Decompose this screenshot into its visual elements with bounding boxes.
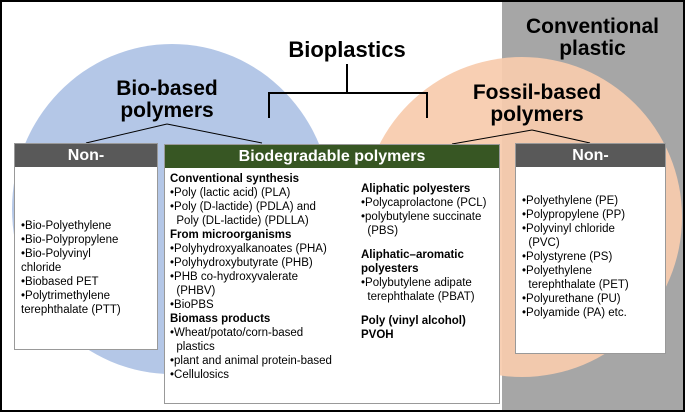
tree-horizontal-line <box>268 92 428 94</box>
right-box-list-item: •Polypropylene (PP) <box>522 209 626 221</box>
center-col1-item: •PHB co-hydroxyvalerate <box>170 271 299 283</box>
left-box-list-item: •Bio-Polyethylene <box>21 220 112 232</box>
spacer <box>361 238 499 248</box>
center-col1-heading: Conventional synthesis <box>170 173 300 185</box>
right-box-header: Non- <box>516 144 665 167</box>
center-col2-heading: Poly (vinyl alcohol) <box>361 315 466 327</box>
fossil-based-title: Fossil-based polymers <box>472 81 602 127</box>
non-biodegradable-fossil-box: Non- •Polyethylene (PE) •Polypropylene (P… <box>515 143 666 354</box>
center-box-column-2: Aliphatic polyesters •Polycaprolactone (P… <box>357 168 499 346</box>
center-col2-heading: Aliphatic–aromatic <box>361 249 464 261</box>
left-box-list-item: •Polytrimethylene <box>21 290 111 302</box>
tree-vertical-line <box>346 64 348 94</box>
left-box-list: •Bio-Polyethylene •Bio-Polypropylene •Bio-… <box>15 167 157 321</box>
right-box-list: •Polyethylene (PE) •Polypropylene (PP) •Po… <box>516 167 665 324</box>
right-box-list-item: •Polyvinyl chloride <box>522 223 615 235</box>
center-col1-item: •Poly (D-lactide) (PDLA) and <box>170 201 316 213</box>
spacer <box>361 172 499 182</box>
right-box-list-item: •Polystyrene (PS) <box>522 251 613 263</box>
center-col1-item: •Poly (lactic acid) (PLA) <box>170 187 291 199</box>
center-col2-item: (PBS) <box>361 225 399 237</box>
center-col1-item: •plant and animal protein-based <box>170 355 332 367</box>
left-box-list-item: •Biobased PET <box>21 276 99 288</box>
center-col2-item: •Polycaprolactone (PCL) <box>361 197 487 209</box>
center-col1-heading: From microorganisms <box>170 229 292 241</box>
right-box-list-item: •Polyamide (PA) etc. <box>522 307 627 319</box>
center-col1-item: (PHBV) <box>170 285 216 297</box>
right-box-list-item: •Polyethylene (PE) <box>522 195 619 207</box>
right-box-list-item: (PVC) <box>522 237 560 249</box>
non-biodegradable-biobased-box: Non- •Bio-Polyethylene •Bio-Polypropylene… <box>14 143 158 350</box>
center-col1-item: Poly (DL-lactide) (PDLLA) <box>170 215 309 227</box>
left-box-list-item: terephthalate (PTT) <box>21 304 121 316</box>
conventional-plastic-title: Conventional plastic <box>525 15 659 61</box>
spacer <box>361 304 499 314</box>
tree-right-stem <box>426 92 428 118</box>
center-col2-item: •polybutylene succinate <box>361 211 482 223</box>
tree-left-stem <box>268 92 270 118</box>
left-box-list-item: •Bio-Polypropylene <box>21 234 119 246</box>
center-col2-item: terephthalate (PBAT) <box>361 291 475 303</box>
right-box-list-item: terephthalate (PET) <box>522 279 629 291</box>
center-box-header: Biodegradable polymers <box>165 145 499 168</box>
center-box-column-1: Conventional synthesis •Poly (lactic acid… <box>165 168 365 386</box>
left-box-list-item: •Bio-Polyvinyl <box>21 248 91 260</box>
center-col2-heading: PVOH <box>361 329 394 341</box>
bioplastics-title: Bioplastics <box>288 37 406 62</box>
center-col2-heading: polyesters <box>361 263 419 275</box>
right-box-list-item: •Polyethylene <box>522 265 592 277</box>
center-col1-item: plastics <box>170 341 215 353</box>
center-col1-item: •Wheat/potato/corn-based <box>170 327 304 339</box>
center-col1-heading: Biomass products <box>170 313 271 325</box>
left-box-list-item: chloride <box>21 262 62 274</box>
center-col1-item: •BioPBS <box>170 299 214 311</box>
center-col1-item: •Polyhydroxybutyrate (PHB) <box>170 257 313 269</box>
center-col1-item: •Cellulosics <box>170 369 229 381</box>
bio-based-title: Bio-based polymers <box>116 77 218 123</box>
right-box-list-item: •Polyurethane (PU) <box>522 293 621 305</box>
center-col1-item: •Polyhydroxyalkanoates (PHA) <box>170 243 327 255</box>
left-box-header: Non- <box>15 144 157 167</box>
center-col2-heading: Aliphatic polyesters <box>361 183 471 195</box>
center-col2-item: •Polybutylene adipate <box>361 277 472 289</box>
biodegradable-polymers-box: Biodegradable polymers Conventional synt… <box>164 144 500 404</box>
